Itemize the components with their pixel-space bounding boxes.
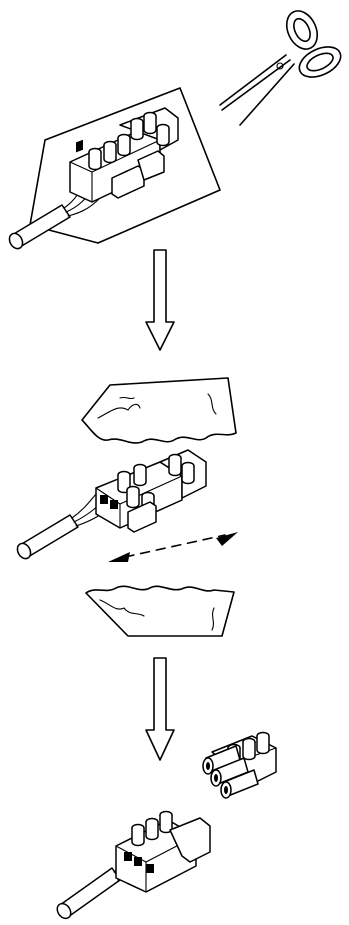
- step-2-group: [16, 377, 238, 637]
- terminal-connector-icon: [69, 107, 179, 203]
- terminal-connector-icon-3: [115, 810, 211, 893]
- step-3-group: [56, 731, 277, 920]
- down-arrow-icon-1: [145, 249, 175, 351]
- wrapper-sheet: [29, 87, 221, 244]
- torn-wrapper-bottom: [85, 585, 235, 637]
- terminal-connector-icon-2: [16, 449, 207, 560]
- step-1-group: [8, 10, 342, 250]
- down-arrow-icon-2: [145, 657, 175, 761]
- pull-apart-arrows-icon: [108, 532, 238, 562]
- torn-wrapper-top: [81, 377, 237, 444]
- scissors-icon: [219, 10, 342, 126]
- plug-block-icon: [202, 731, 277, 799]
- cable-icon: [8, 181, 101, 250]
